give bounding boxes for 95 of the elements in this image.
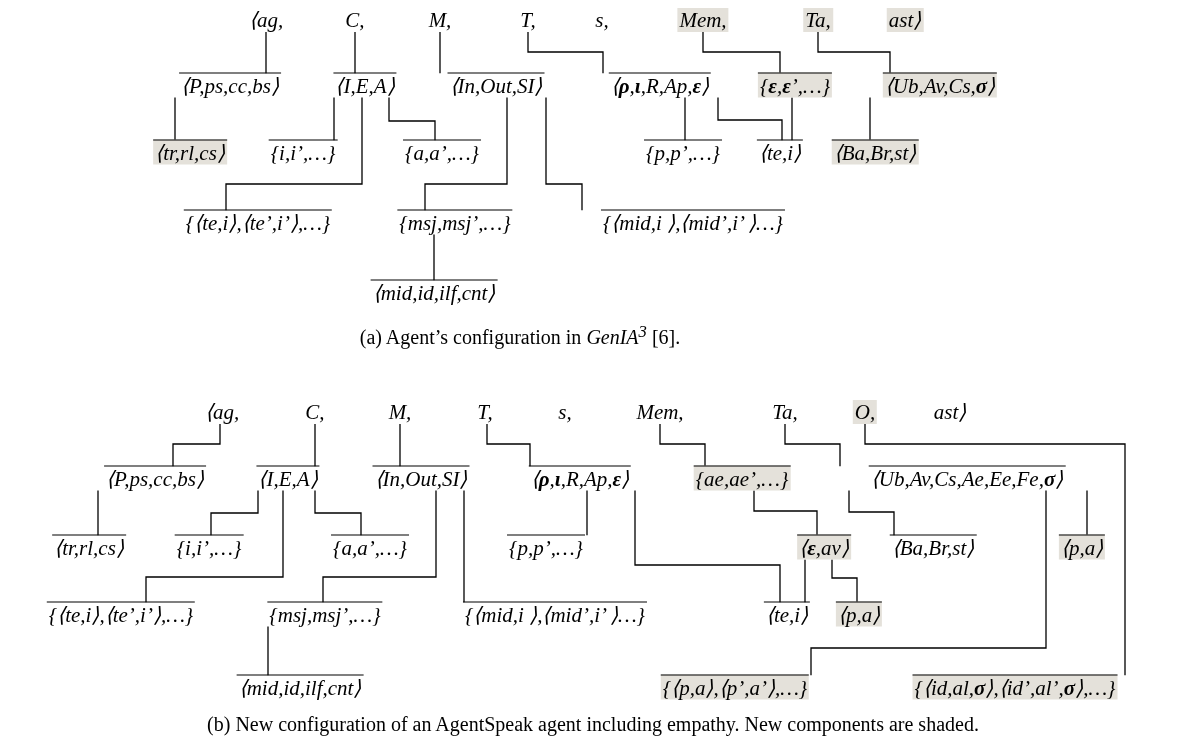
connector-line <box>439 31 441 74</box>
component-symbol: ast⟩ <box>886 8 924 32</box>
component-symbol: C, <box>303 400 327 424</box>
caption-text: (a) Agent’s configuration in GenIA$^{3}$ [6]. <box>359 321 681 349</box>
connector-line <box>753 489 818 536</box>
tuple-text: ⟨P,ps,cc,bs⟩ <box>179 72 281 98</box>
tuple-text: ⟨te,i⟩ <box>763 601 811 627</box>
tuple-text: {p,p’,…} <box>644 139 722 165</box>
tuple-text: ⟨Ba,Br,st⟩ <box>831 139 919 165</box>
tuple-text: ⟨ρ,ι,R,Ap,ε⟩ <box>528 465 632 491</box>
connector-line <box>322 489 437 603</box>
connector-line <box>684 96 686 141</box>
tuple-text: {⟨p,a⟩,⟨p’,a’⟩,…} <box>660 674 810 700</box>
tuple-text: {⟨te,i⟩,⟨te’,i’⟩,…} <box>183 209 333 235</box>
tuple-text: ⟨P,ps,cc,bs⟩ <box>104 465 206 491</box>
connector-line <box>388 96 436 141</box>
component-symbol: T, <box>518 8 538 32</box>
component-symbol: Ta, <box>770 400 800 424</box>
connector-line <box>314 489 362 536</box>
tuple-text: {ae,ae’,…} <box>693 465 791 491</box>
connector-line <box>810 489 1047 676</box>
tuple-text: ⟨In,Out,SI⟩ <box>372 465 470 491</box>
tuple-text: ⟨p,a⟩ <box>1058 534 1106 560</box>
component-symbol: ⟨ag, <box>246 8 286 32</box>
connector-line <box>314 423 316 467</box>
connector-line <box>864 423 1126 676</box>
connector-line <box>784 423 841 467</box>
connector-line <box>424 96 508 211</box>
tuple-text: {⟨id,al,σ⟩,⟨id’,al’,σ⟩,…} <box>912 674 1118 700</box>
component-symbol: O, <box>852 400 878 424</box>
tuple-text: ⟨In,Out,SI⟩ <box>447 72 545 98</box>
tuple-text: ⟨ρ,ι,R,Ap,ε⟩ <box>608 72 712 98</box>
connector-line <box>463 489 465 603</box>
tuple-text: ⟨mid,id,ilf,cnt⟩ <box>370 279 498 305</box>
connector-line <box>210 489 259 536</box>
connector-line <box>848 489 895 536</box>
component-symbol: s, <box>556 400 574 424</box>
tuple-text: ⟨ε,av⟩ <box>797 534 851 560</box>
component-symbol: T, <box>475 400 495 424</box>
component-symbol: s, <box>593 8 611 32</box>
component-symbol: ⟨ag, <box>202 400 242 424</box>
tuple-text: ⟨tr,rl,cs⟩ <box>52 534 126 560</box>
connector-line <box>717 96 783 141</box>
component-symbol: Mem, <box>677 8 729 32</box>
connector-line <box>97 489 99 536</box>
connector-line <box>817 31 891 74</box>
tuple-text: {msj,msj’,…} <box>397 209 513 235</box>
tuple-text: {a,a’,…} <box>331 534 409 560</box>
tuple-text: {ε,ε’,…} <box>757 72 833 98</box>
tuple-text: ⟨te,i⟩ <box>756 139 804 165</box>
component-symbol: C, <box>343 8 367 32</box>
tuple-text: ⟨tr,rl,cs⟩ <box>153 139 227 165</box>
connector-line <box>433 233 435 281</box>
tuple-text: ⟨Ba,Br,st⟩ <box>889 534 977 560</box>
connector-line <box>486 423 531 467</box>
component-symbol: Ta, <box>803 8 833 32</box>
tuple-text: ⟨I,E,A⟩ <box>256 465 320 491</box>
tuple-text: ⟨Ub,Av,Cs,Ae,Ee,Fe,σ⟩ <box>868 465 1066 491</box>
connector-line <box>1086 489 1088 536</box>
tuple-text: {a,a’,…} <box>403 139 481 165</box>
component-symbol: ast⟩ <box>931 400 969 424</box>
caption-text: (b) New configuration of an AgentSpeak agent including empathy. New components are shaded. <box>207 712 979 736</box>
component-symbol: M, <box>386 400 414 424</box>
connector-line <box>634 489 781 603</box>
connector-line <box>791 96 793 141</box>
connector-line <box>831 558 858 603</box>
component-symbol: M, <box>426 8 454 32</box>
component-symbol: Mem, <box>634 400 686 424</box>
tuple-text: ⟨Ub,Av,Cs,σ⟩ <box>882 72 998 98</box>
connector-line <box>659 423 706 467</box>
tuple-text: ⟨p,a⟩ <box>835 601 883 627</box>
connector-line <box>804 558 806 603</box>
tuple-text: {i,i’,…} <box>268 139 338 165</box>
tuple-text: {p,p’,…} <box>507 534 585 560</box>
tuple-text: {⟨mid,i ⟩,⟨mid’,i’ ⟩…} <box>463 601 647 627</box>
connector-line <box>399 423 401 467</box>
connector-line <box>354 31 356 74</box>
tuple-text: {⟨mid,i ⟩,⟨mid’,i’ ⟩…} <box>601 209 785 235</box>
tuple-text: ⟨mid,id,ilf,cnt⟩ <box>236 674 364 700</box>
connector-line <box>172 423 221 467</box>
connector-line <box>586 489 588 536</box>
connector-line <box>265 31 267 74</box>
connector-line <box>527 31 604 74</box>
connector-line <box>333 96 335 141</box>
connector-line <box>225 96 363 211</box>
connector-line <box>174 96 176 141</box>
tuple-text: ⟨I,E,A⟩ <box>333 72 397 98</box>
tuple-text: {msj,msj’,…} <box>267 601 383 627</box>
tuple-text: {i,i’,…} <box>174 534 244 560</box>
connector-line <box>145 489 284 603</box>
connector-line <box>545 96 583 211</box>
connector-line <box>869 96 871 141</box>
connector-line <box>702 31 781 74</box>
tuple-text: {⟨te,i⟩,⟨te’,i’⟩,…} <box>46 601 196 627</box>
connector-line <box>267 625 269 676</box>
